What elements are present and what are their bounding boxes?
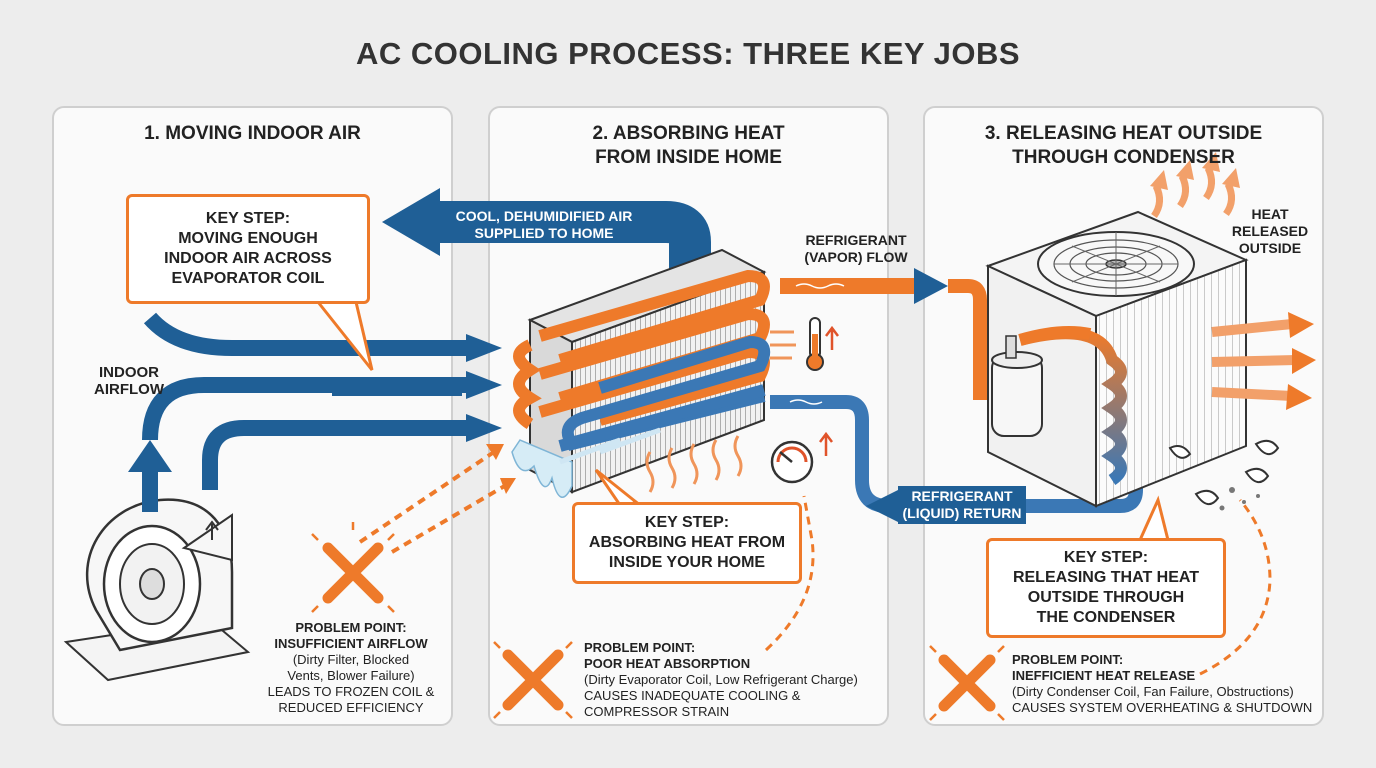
vapor-flow-label: REFRIGERANT (VAPOR) FLOW <box>804 232 908 265</box>
problem-insufficient-airflow: PROBLEM POINT: INSUFFICIENT AIRFLOW (Dir… <box>267 620 435 715</box>
key-step-absorbing-heat: KEY STEP: ABSORBING HEAT FROM INSIDE YOU… <box>572 502 802 584</box>
problem-inefficient-heat-release: PROBLEM POINT: INEFFICIENT HEAT RELEASE … <box>1012 652 1313 715</box>
cool-air-label: COOL, DEHUMIDIFIED AIR SUPPLIED TO HOME <box>455 208 633 241</box>
problem-x-icon <box>929 645 1005 721</box>
page-title: AC COOLING PROCESS: THREE KEY JOBS <box>355 36 1021 71</box>
liquid-return-label: REFRIGERANT (LIQUID) RETURN <box>898 486 1026 524</box>
evaporator-coil-icon <box>511 248 771 498</box>
blower-fan-icon <box>63 498 251 682</box>
cool-air-arrow <box>430 201 711 278</box>
heat-released-label: HEAT RELEASED OUTSIDE <box>1231 206 1309 256</box>
key-step-moving-air: KEY STEP: MOVING ENOUGH INDOOR AIR ACROS… <box>126 194 370 304</box>
indoor-airflow-arrows <box>142 312 468 512</box>
panel-1-title: 1. MOVING INDOOR AIR <box>144 123 361 144</box>
problem-x-icon <box>311 522 395 613</box>
leaf-debris-icon <box>1168 439 1280 505</box>
problem-x-icon <box>493 641 573 719</box>
panel-3-title: 3. RELEASING HEAT OUTSIDE THROUGH CONDEN… <box>984 123 1263 168</box>
compressor-icon <box>991 335 1043 437</box>
panel-2-title: 2. ABSORBING HEAT FROM INSIDE HOME <box>592 123 785 168</box>
key-step-releasing-heat: KEY STEP: RELEASING THAT HEAT OUTSIDE TH… <box>986 538 1226 638</box>
pressure-gauge-icon <box>770 431 833 484</box>
problem-poor-heat-absorption: PROBLEM POINT: POOR HEAT ABSORPTION (Dir… <box>584 640 858 719</box>
thermometer-icon <box>806 317 839 371</box>
indoor-airflow-label: INDOOR AIRFLOW <box>94 364 164 398</box>
